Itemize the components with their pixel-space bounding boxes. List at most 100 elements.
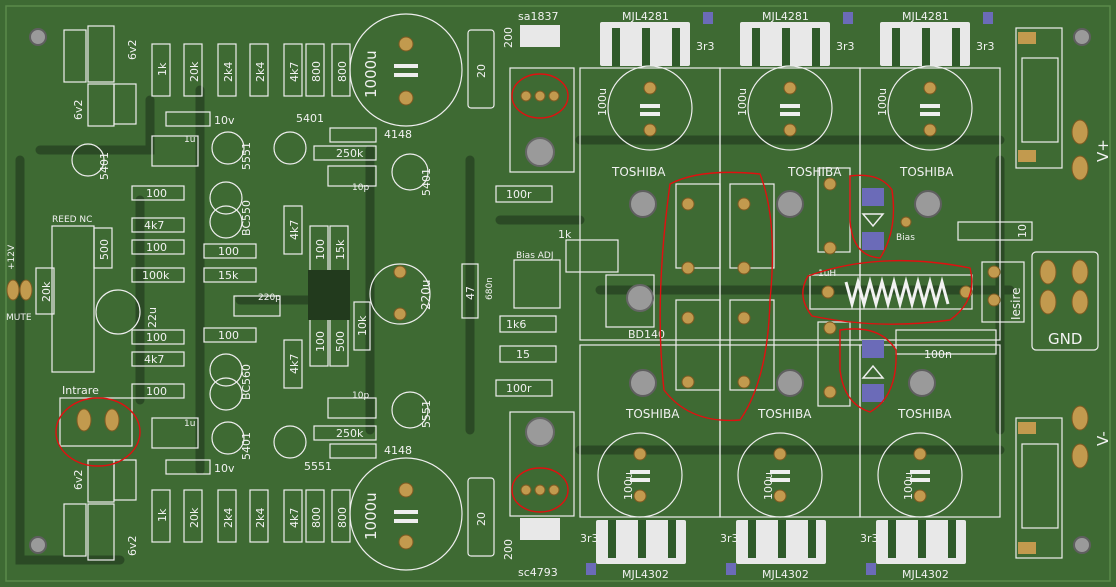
transistor-mjl4281-2 [740, 22, 830, 66]
label-2k4-bot-2: 2k4 [254, 508, 267, 528]
label-100-e: 100 [218, 245, 239, 258]
label-100r-top: 100r [506, 188, 532, 201]
label-toshiba-top-2: TOSHIBA [787, 165, 842, 179]
label-1000u-top: 1000u [362, 50, 380, 98]
label-100r-bot: 100r [506, 382, 532, 395]
label-toshiba-top-1: TOSHIBA [611, 165, 666, 179]
label-1u-top: 1u [184, 135, 195, 145]
label-800-bot-2: 800 [336, 507, 349, 528]
label-mjl4281-2: MJL4281 [762, 10, 809, 23]
label-1k-bot: 1k [156, 508, 169, 522]
label-intrare: Intrare [62, 384, 99, 397]
label-mjl4302-1: MJL4302 [622, 568, 669, 581]
supply-caps: 1000u 1000u 220u [349, 13, 463, 571]
label-4148-top: 4148 [384, 128, 412, 141]
label-800-top-2: 800 [336, 61, 349, 82]
label-3r3-bot-1: 3r3 [580, 532, 599, 545]
label-5401-left: 5401 [98, 152, 111, 180]
label-680n: 680n [485, 277, 495, 300]
output-network: 1uH Bias 100n 10 [675, 167, 1033, 407]
label-2k4-bot-1: 2k4 [222, 508, 235, 528]
resistor-columns-bottom: 1k 20k 2k4 2k4 4k7 800 800 [151, 489, 351, 543]
capacitor-100u-top-1 [607, 65, 693, 151]
label-mute: MUTE [6, 313, 32, 323]
label-1uh: 1uH [818, 269, 836, 279]
transistor-mjl4281-1 [600, 22, 690, 66]
mounting-holes [29, 28, 1091, 554]
label-1000u-bot: 1000u [362, 492, 380, 540]
label-sc4793: sc4793 [518, 566, 558, 579]
label-3r3-top-3: 3r3 [976, 40, 995, 53]
label-5401-mid: 5401 [420, 168, 433, 196]
small-signal-network: 100 4k7 100 100k 100 4k7 100 100 15k 100… [6, 25, 433, 561]
label-6v2-b: 6v2 [126, 39, 139, 60]
label-4k7-b: 4k7 [144, 353, 164, 366]
label-2k4-top-2: 2k4 [254, 62, 267, 82]
label-bias-adj: Bias ADJ [516, 251, 553, 261]
label-800-bot-1: 800 [310, 507, 323, 528]
label-mjl4281-3: MJL4281 [902, 10, 949, 23]
label-toshiba-bot-2: TOSHIBA [757, 407, 812, 421]
label-bc550: BC550 [240, 200, 253, 236]
capacitor-100u-bot-3 [877, 432, 963, 518]
label-bd140: BD140 [628, 328, 665, 341]
label-v-plus: V+ [1094, 139, 1112, 162]
label-100n: 100n [924, 348, 952, 361]
label-4k7-top: 4k7 [288, 62, 301, 82]
label-r47: 47 [464, 286, 477, 300]
label-100-a: 100 [146, 187, 167, 200]
transistor-sc4793 [509, 411, 575, 517]
output-stage-bottom: TOSHIBA TOSHIBA TOSHIBA 100u 100u 100u [579, 344, 1001, 581]
label-22u: 22u [146, 307, 159, 328]
label-iesire: Iesire [1009, 287, 1023, 320]
label-reed-nc: REED NC [52, 215, 92, 225]
label-toshiba-bot-3: TOSHIBA [897, 407, 952, 421]
label-500-v: 500 [334, 331, 347, 352]
label-2k4-top-1: 2k4 [222, 62, 235, 82]
label-1u-bot: 1u [184, 419, 195, 429]
transistor-sa1837 [509, 67, 575, 173]
gnd-terminal [1031, 251, 1099, 351]
reed-relay [51, 225, 95, 373]
label-6v2-d: 6v2 [126, 535, 139, 556]
label-10p-top: 10p [352, 183, 369, 193]
capacitor-100u-top-3 [887, 65, 973, 151]
label-r15-mid: 15 [516, 348, 530, 361]
capacitor-220u: 220u [369, 263, 433, 325]
output-stage-top: MJL4281 MJL4281 MJL4281 3r3 3r3 3r3 100u [579, 10, 1001, 341]
label-bias: Bias [896, 233, 915, 243]
transistor-mjl4302-2 [736, 520, 826, 564]
label-200-top: 200 [502, 27, 515, 48]
label-100u-bot-2: 100u [762, 472, 775, 500]
label-6v2-c: 6v2 [72, 469, 85, 490]
label-220p: 220p [258, 293, 281, 303]
label-100-f: 100 [218, 329, 239, 342]
label-v-minus: V- [1094, 431, 1112, 446]
label-mjl4302-2: MJL4302 [762, 568, 809, 581]
label-4k7-bot: 4k7 [288, 508, 301, 528]
capacitor-1000u-bot: 1000u [349, 457, 463, 571]
transistor-mjl4302-1 [596, 520, 686, 564]
capacitor-100u-bot-1 [597, 432, 683, 518]
label-toshiba-bot-1: TOSHIBA [625, 407, 680, 421]
label-250k-bot: 250k [336, 427, 364, 440]
label-3r3-bot-2: 3r3 [720, 532, 739, 545]
transistor-mjl4302-3 [876, 520, 966, 564]
capacitor-100u-bot-2 [737, 432, 823, 518]
output-terminal [981, 261, 1025, 323]
label-5551-mid: 5551 [420, 400, 433, 428]
label-10v-bot: 10v [214, 462, 235, 475]
label-toshiba-top-3: TOSHIBA [899, 165, 954, 179]
label-250k-top: 250k [336, 147, 364, 160]
label-100-b: 100 [146, 241, 167, 254]
capacitor-100u-top-2 [747, 65, 833, 151]
label-100k: 100k [142, 269, 170, 282]
label-100u-bot-3: 100u [902, 472, 915, 500]
label-10v-top: 10v [214, 114, 235, 127]
label-3r3-top-2: 3r3 [836, 40, 855, 53]
transistor-bd140 [605, 274, 655, 328]
connectors-right: V+ V- GND Iesire [981, 27, 1112, 559]
label-10k-v: 10k [356, 315, 369, 336]
label-100-v1: 100 [314, 239, 327, 260]
label-r20-bot: 20 [475, 512, 488, 526]
